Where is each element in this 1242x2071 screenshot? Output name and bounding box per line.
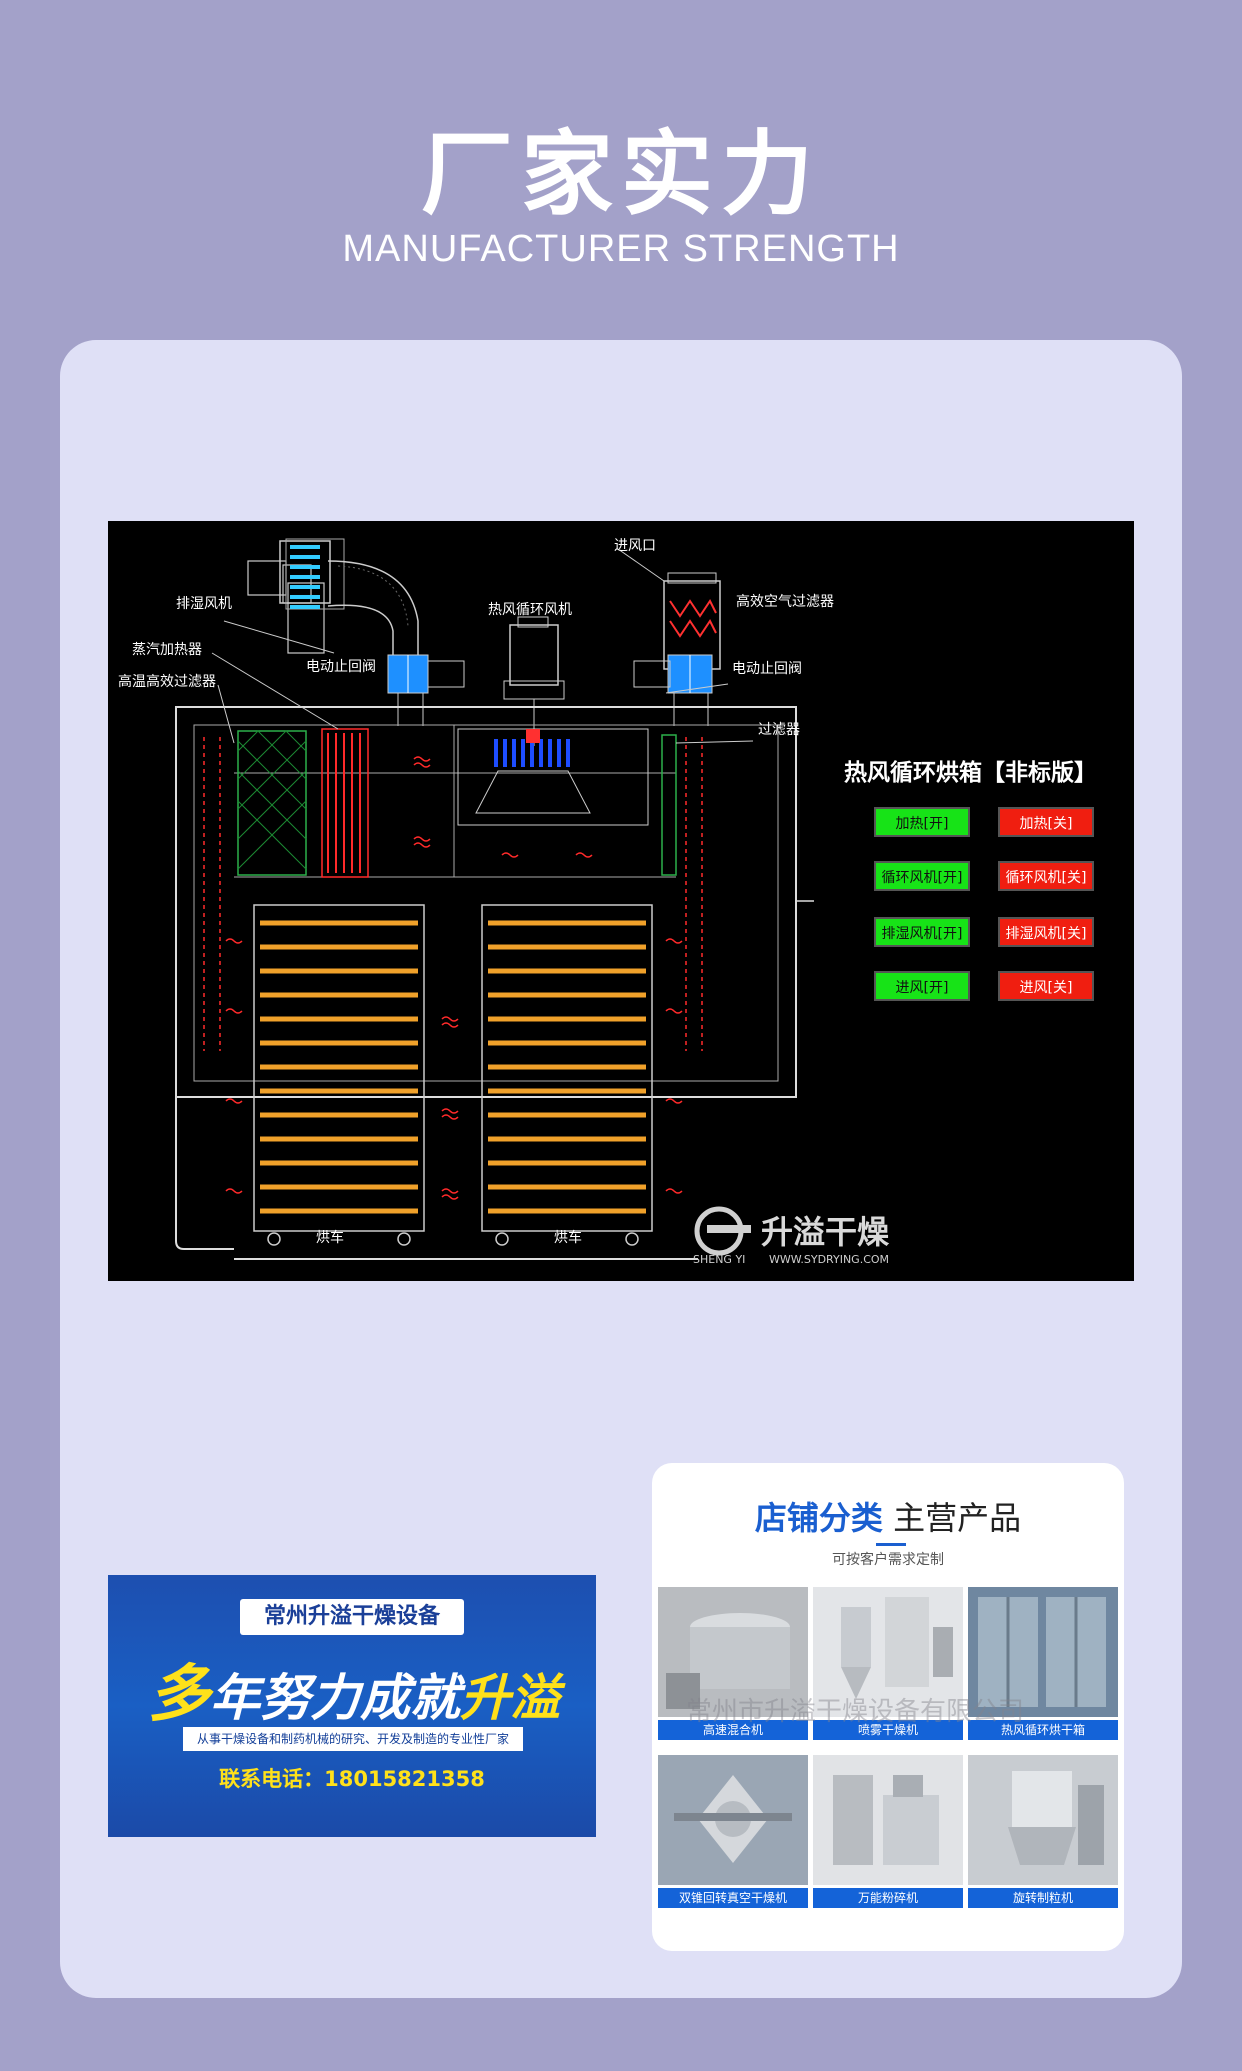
label-steam-heater: 蒸汽加热器 (132, 642, 202, 658)
schematic-drawing (175, 538, 814, 1260)
shop-categories-card: 店铺分类 主营产品 可按客户需求定制 高速混合机 喷雾干燥机 热风循环烘干箱 双… (652, 1463, 1124, 1951)
logo-name: 升溢干燥 (761, 1213, 890, 1251)
product-caption: 万能粉碎机 (813, 1888, 963, 1908)
product-tile[interactable]: 旋转制粒机 (968, 1755, 1118, 1910)
banner-description: 从事干燥设备和制药机械的研究、开发及制造的专业性厂家 (183, 1727, 523, 1751)
product-tile[interactable]: 热风循环烘干箱 (968, 1587, 1118, 1742)
product-caption: 热风循环烘干箱 (968, 1720, 1118, 1740)
section-title: 厂家实力 (420, 121, 821, 228)
product-image (813, 1755, 963, 1885)
product-image (813, 1587, 963, 1717)
exhaust-fan-on-button[interactable]: 排湿风机[开] (874, 917, 970, 947)
label-circulation-fan: 热风循环风机 (488, 602, 572, 618)
circulation-fan-off-button[interactable]: 循环风机[关] (998, 861, 1094, 891)
circulation-fan-on-button[interactable]: 循环风机[开] (874, 861, 970, 891)
shop-title: 店铺分类 主营产品 (652, 1493, 1124, 1539)
product-caption: 高速混合机 (658, 1720, 808, 1740)
product-tile[interactable]: 万能粉碎机 (813, 1755, 963, 1910)
heat-on-button[interactable]: 加热[开] (874, 807, 970, 837)
slogan-rest: 年努力成就 (210, 1669, 461, 1727)
product-tile[interactable]: 喷雾干燥机 (813, 1587, 963, 1742)
banner-phone: 联系电话：18015821358 (219, 1767, 485, 1791)
product-caption: 喷雾干燥机 (813, 1720, 963, 1740)
air-inlet-off-button[interactable]: 进风[关] (998, 971, 1094, 1001)
label-exhaust-fan: 排湿风机 (176, 596, 232, 612)
air-inlet-on-button[interactable]: 进风[开] (874, 971, 970, 1001)
exhaust-fan-coil (290, 545, 320, 609)
title-underline (876, 1543, 906, 1546)
label-check-valve-left: 电动止回阀 (306, 659, 376, 675)
banner-slogan: 多年努力成就升溢 (148, 1643, 568, 1733)
shengyi-logo-mark (694, 1206, 751, 1256)
logo-en: SHENG YI (693, 1253, 746, 1266)
label-cart-right: 烘车 (554, 1230, 582, 1246)
logo-url: WWW.SYDRYING.COM (769, 1253, 890, 1266)
product-image (968, 1755, 1118, 1885)
control-panel-title: 热风循环烘箱【非标版】 (844, 760, 1097, 786)
shop-title-highlight: 店铺分类 (754, 1499, 883, 1537)
label-hepa-filter: 高温高效过滤器 (118, 674, 216, 690)
product-image (968, 1587, 1118, 1717)
cart-right-trays (488, 920, 646, 1214)
label-filter: 过滤器 (758, 722, 800, 738)
slogan-brand: 升溢 (460, 1669, 561, 1727)
label-air-filter: 高效空气过滤器 (736, 594, 834, 610)
product-caption: 双锥回转真空干燥机 (658, 1888, 808, 1908)
product-caption: 旋转制粒机 (968, 1888, 1118, 1908)
label-air-inlet: 进风口 (614, 538, 656, 554)
shop-title-main: 主营产品 (893, 1499, 1022, 1537)
product-image (658, 1755, 808, 1885)
product-image (658, 1587, 808, 1717)
exhaust-fan-off-button[interactable]: 排湿风机[关] (998, 917, 1094, 947)
oven-schematic: 排湿风机 蒸汽加热器 高温高效过滤器 电动止回阀 热风循环风机 进风口 高效空气… (108, 521, 1134, 1281)
heat-off-button[interactable]: 加热[关] (998, 807, 1094, 837)
product-tile[interactable]: 高速混合机 (658, 1587, 808, 1742)
section-subtitle: MANUFACTURER STRENGTH (342, 228, 900, 270)
circulation-fan-blades (494, 739, 570, 767)
company-banner[interactable]: 常州升溢干燥设备 多年努力成就升溢 从事干燥设备和制药机械的研究、开发及制造的专… (108, 1575, 596, 1837)
label-check-valve-right: 电动止回阀 (732, 661, 802, 677)
product-tile[interactable]: 双锥回转真空干燥机 (658, 1755, 808, 1910)
company-watermark: 常州市升溢干燥设备有限公司 (686, 1697, 1025, 1727)
slogan-big-char: 多 (148, 1657, 211, 1730)
label-cart-left: 烘车 (316, 1230, 344, 1246)
shop-subtitle: 可按客户需求定制 (832, 1552, 944, 1568)
banner-company-name: 常州升溢干燥设备 (240, 1599, 464, 1635)
cart-left-trays (260, 920, 418, 1214)
